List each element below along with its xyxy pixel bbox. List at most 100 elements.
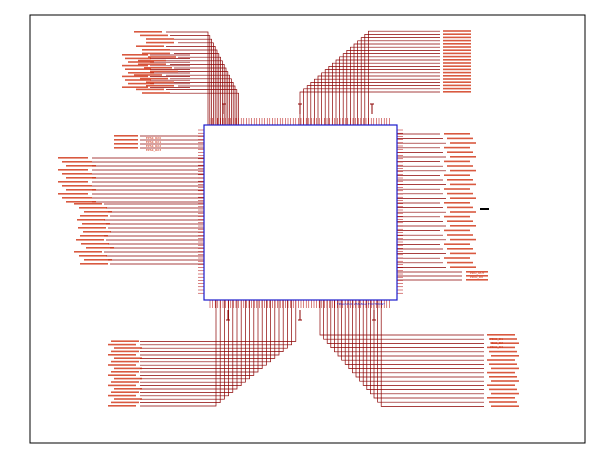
net-label-bottom-left	[108, 384, 136, 387]
net-label-top-left-b	[125, 68, 151, 70]
wire-bottom-left	[140, 300, 284, 352]
fpga-component-body[interactable]	[203, 124, 398, 301]
wire-top-left	[166, 46, 216, 125]
wire-top-left	[166, 89, 238, 125]
net-label-top-left	[146, 81, 174, 83]
wire-top-right	[350, 46, 440, 125]
pin-stub-layer	[198, 103, 403, 321]
net-label-top-left	[136, 45, 164, 47]
wire-bottom-left	[140, 300, 250, 380]
net-label-bottom-left	[114, 357, 142, 359]
wire-bottom-left	[140, 300, 271, 363]
signal-label-right: PDO_OUT	[470, 271, 485, 275]
net-label-right	[444, 188, 470, 190]
net-label-bottom-right	[491, 392, 519, 395]
net-label-left-low	[80, 235, 108, 237]
net-label-top-right	[443, 30, 471, 32]
net-label-right	[447, 137, 473, 140]
net-label-top-right	[443, 36, 471, 39]
net-label-left-mid	[62, 173, 92, 175]
net-label-top-right	[443, 62, 471, 64]
wire-bottom-right	[377, 300, 484, 403]
component-footer-label: FPGA/ASIC 256-BGA FOOTPRINT	[337, 302, 385, 306]
net-label-left-low	[77, 219, 105, 221]
net-label-left-mid	[58, 157, 88, 159]
net-label-top-left	[148, 56, 176, 58]
net-label-right	[444, 133, 470, 135]
net-label-left-low	[81, 243, 109, 245]
wire-top-left	[170, 49, 218, 125]
wire-bottom-right	[348, 300, 484, 369]
net-label-top-left-b	[122, 86, 148, 88]
net-label-bottom-right	[487, 359, 515, 361]
wire-bottom-left	[140, 300, 297, 342]
net-label-bottom-left	[108, 405, 136, 407]
wire-top-left	[174, 53, 220, 125]
wire-bottom-left	[140, 300, 246, 383]
net-label-top-right	[443, 52, 471, 55]
wire-top-left	[166, 31, 209, 125]
net-label-right	[447, 151, 473, 153]
wire-bottom-left	[140, 300, 234, 393]
net-label-bottom-right	[487, 371, 515, 374]
net-label-bottom-left	[108, 364, 136, 366]
net-label-top-left-b	[125, 79, 151, 81]
net-label-right	[447, 234, 473, 236]
net-label-left-low	[84, 211, 112, 213]
net-label-top-left	[146, 38, 174, 40]
wire-top-right	[303, 88, 440, 125]
net-label-top-left-b	[122, 64, 148, 67]
wire-top-right	[314, 78, 440, 125]
wire-top-left	[170, 64, 225, 125]
wire-bottom-right	[334, 300, 484, 353]
net-label-left-low	[79, 207, 107, 209]
wire-bottom-right	[359, 300, 484, 382]
signal-label-left: EPSK_RX1	[146, 140, 161, 144]
net-label-right	[447, 179, 473, 181]
net-label-top-left-b	[128, 82, 154, 85]
signal-label-right: PDIO_D0	[470, 275, 483, 279]
net-label-top-left	[134, 31, 162, 33]
net-label-top-left	[136, 88, 164, 91]
net-label-top-left	[138, 63, 166, 65]
signal-label-bottom-right: PDIO_D2	[490, 341, 503, 345]
net-label-right	[444, 160, 470, 163]
wire-bottom-right	[362, 300, 484, 386]
net-label-bottom-left	[108, 394, 136, 397]
wire-bottom-left	[140, 300, 288, 349]
net-label-top-left	[146, 85, 174, 87]
wire-top-right	[353, 43, 440, 125]
wire-bottom-right	[341, 300, 484, 361]
net-label-top-left-b	[125, 57, 151, 60]
wire-top-right	[364, 34, 440, 125]
net-label-bottom-right	[491, 355, 519, 357]
net-label-bottom-left	[111, 340, 139, 342]
net-label-top-right	[443, 39, 471, 42]
net-label-right	[450, 225, 476, 227]
wire-top-right	[310, 82, 440, 125]
wire-top-left	[178, 71, 229, 125]
net-label-bottom-left	[108, 354, 136, 356]
net-label-bottom-left	[111, 391, 139, 393]
net-label-right	[444, 257, 470, 259]
net-label-right	[447, 248, 473, 250]
net-label-top-left	[142, 49, 170, 51]
wire-top-left	[170, 35, 211, 125]
wire-top-right	[306, 85, 440, 125]
wire-top-left	[166, 74, 230, 125]
net-label-bottom-right	[491, 380, 519, 382]
net-label-layer: EPSK_RX0EPSK_RX1EPSK_RX2EPSK_RX3PDO_OUTP…	[58, 30, 519, 407]
net-label-right	[447, 192, 473, 195]
net-label-left-mid	[66, 177, 96, 179]
wire-top-right	[335, 59, 440, 125]
net-label-top-left-b	[128, 72, 154, 74]
net-label-left-low	[84, 259, 112, 261]
net-label-top-left-b	[128, 61, 154, 63]
wire-top-right	[328, 66, 440, 125]
net-label-left-low	[79, 255, 107, 257]
net-label-top-right	[443, 33, 471, 35]
wire-bottom-left	[140, 300, 217, 407]
net-label-top-left	[146, 41, 174, 44]
net-label-right	[450, 211, 476, 213]
net-label-bottom-left	[114, 398, 142, 400]
